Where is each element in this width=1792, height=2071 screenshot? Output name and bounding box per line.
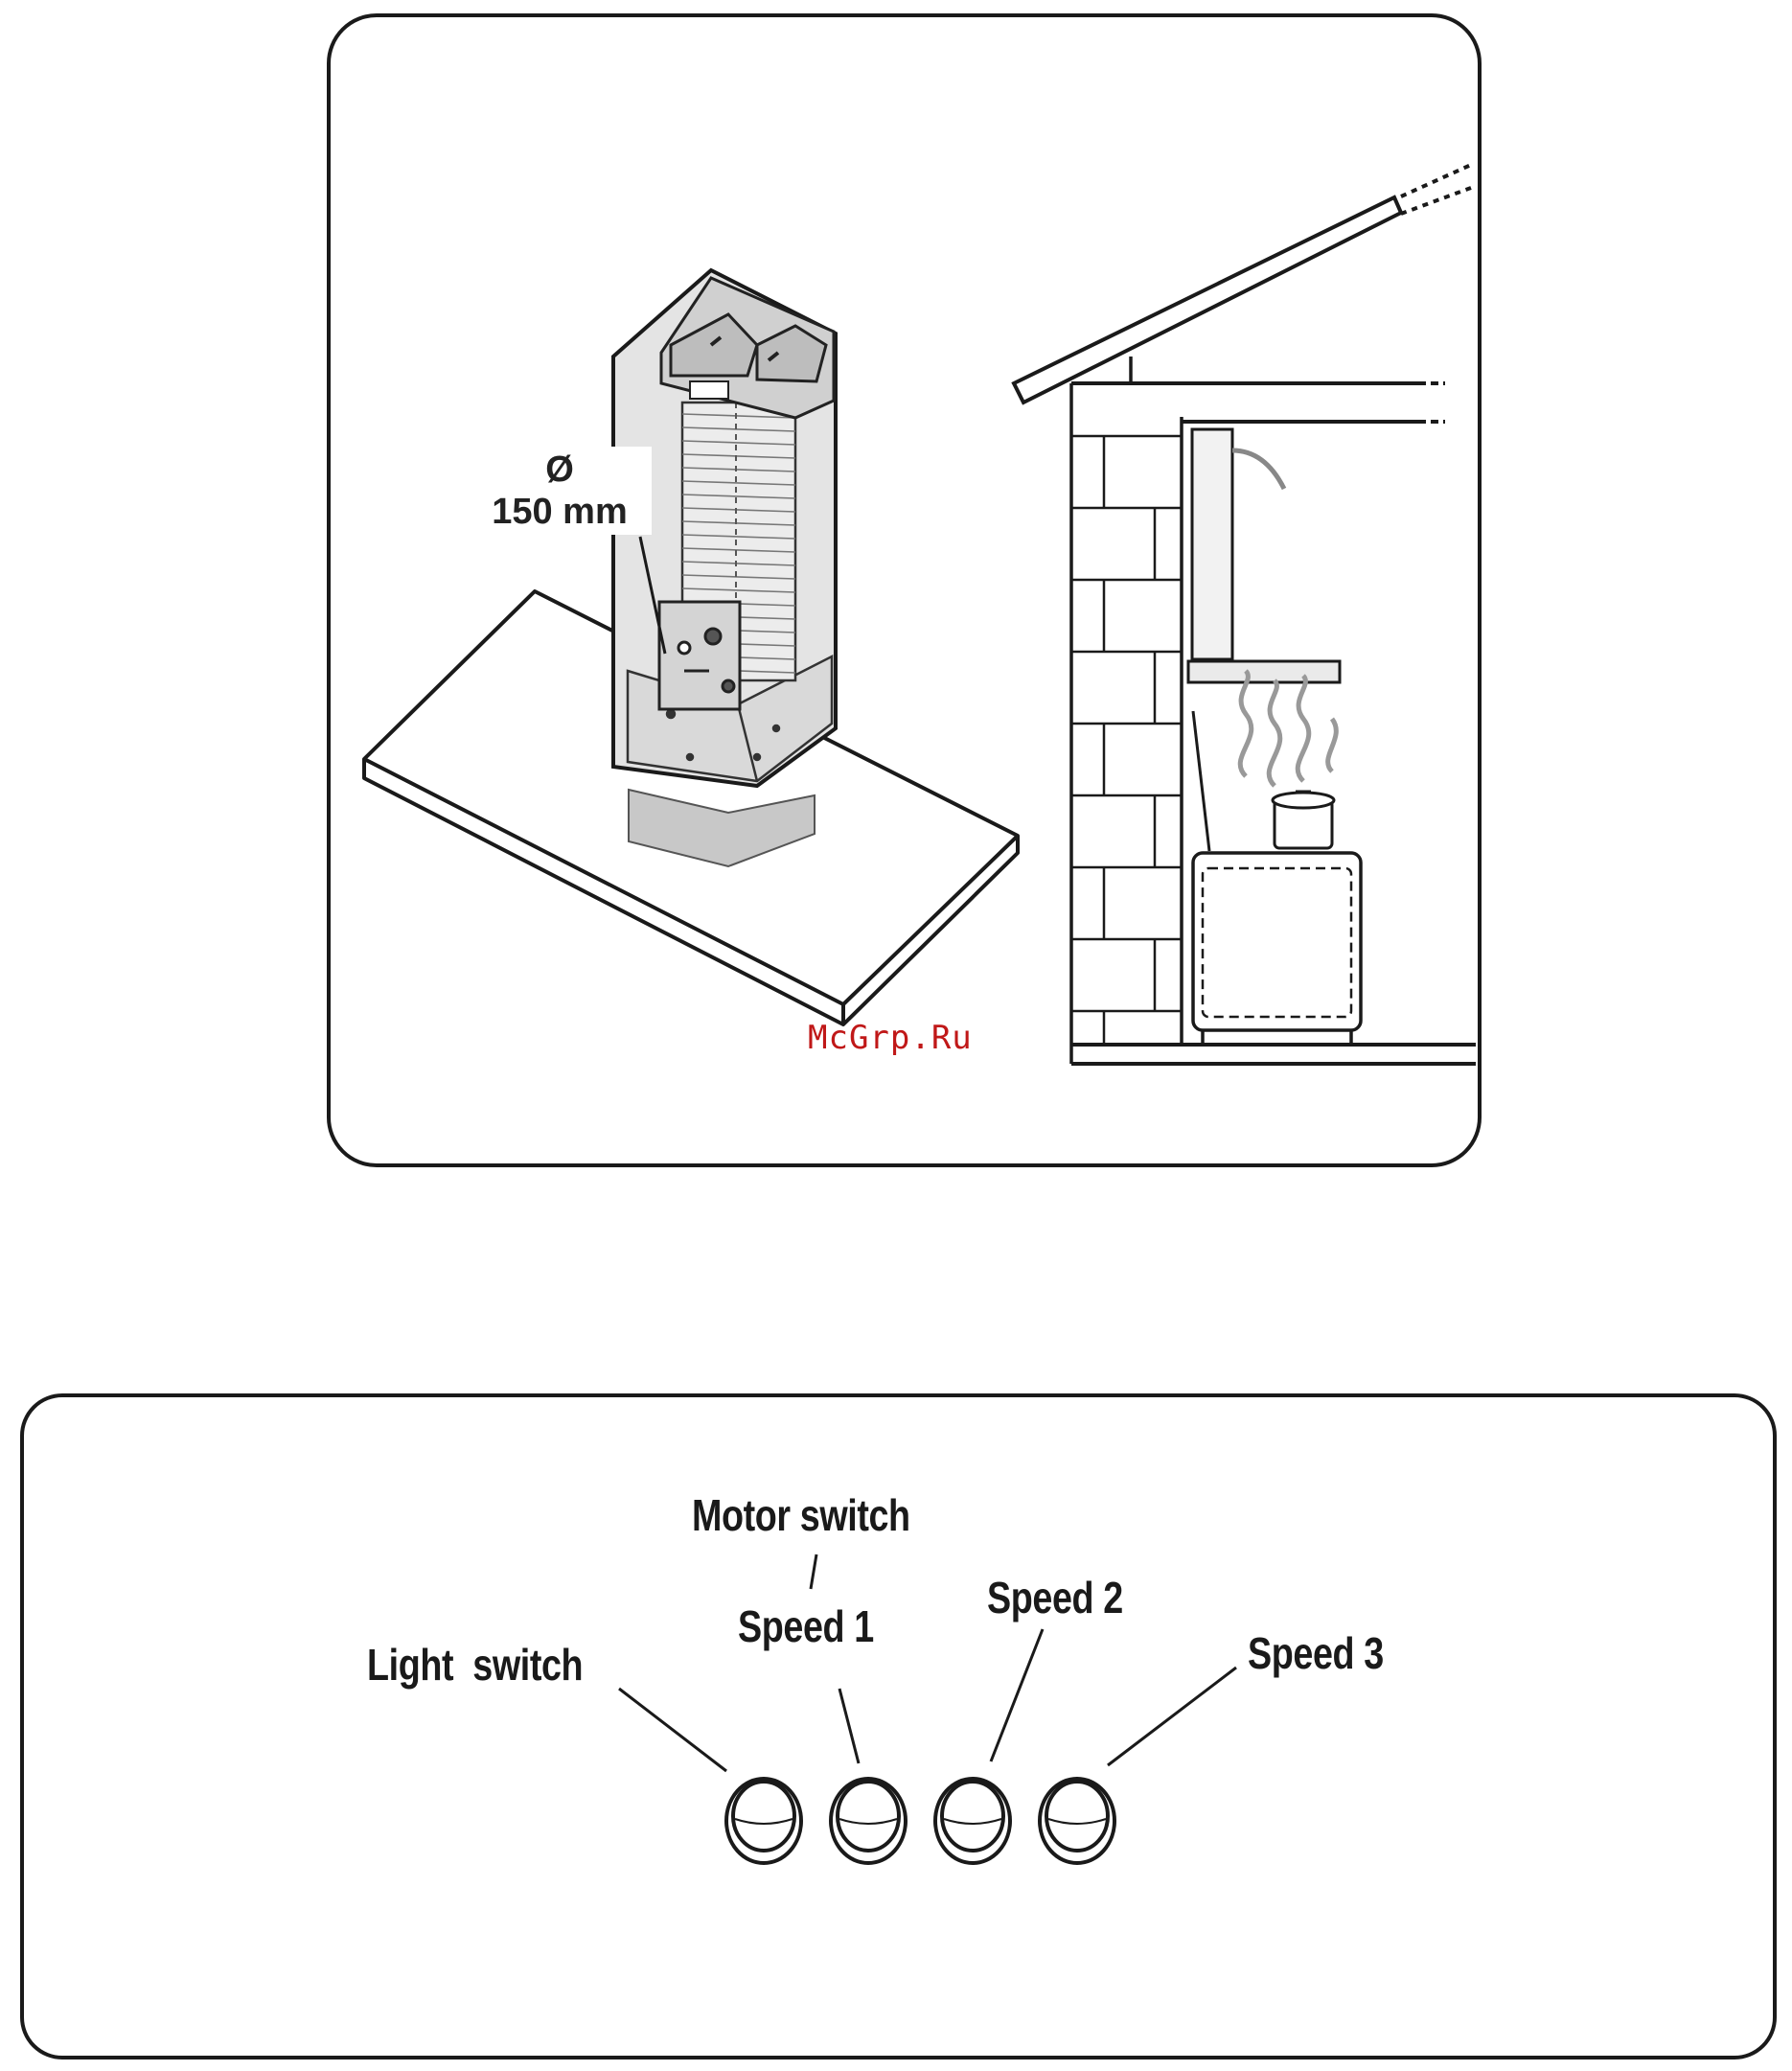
speed2-label: Speed 2 [987,1572,1123,1623]
light-switch-label: Light switch [367,1639,583,1691]
diameter-value: 150 mm [473,491,646,533]
speed3-label: Speed 3 [1248,1627,1384,1679]
motor-switch-label: Motor switch [692,1489,910,1541]
duct-diameter-label: Ø 150 mm [468,447,652,535]
speed2-knob [935,1779,1010,1863]
speed1-knob [831,1779,906,1863]
speed3-knob [1040,1779,1114,1863]
diameter-symbol: Ø [473,449,646,491]
speed1-label: Speed 1 [738,1600,874,1652]
light-switch-knob [726,1779,801,1863]
watermark: McGrp.Ru [808,1019,973,1057]
